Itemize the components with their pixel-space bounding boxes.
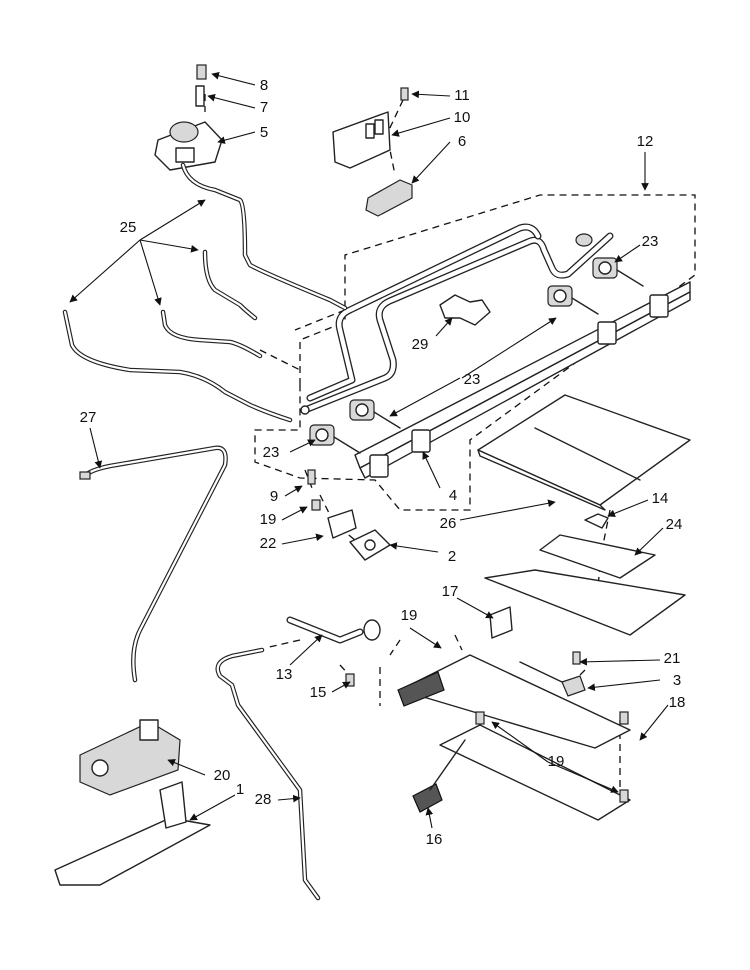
callout-24: 24 xyxy=(666,516,683,533)
callout-4: 4 xyxy=(449,487,457,504)
burner-shield-upper xyxy=(477,394,691,511)
callout-17: 17 xyxy=(442,583,459,600)
burner-valves xyxy=(309,257,644,454)
callout-16: 16 xyxy=(426,831,443,848)
manifold-bracket xyxy=(439,294,491,326)
callout-27: 27 xyxy=(80,409,97,426)
valve-mounting-bracket xyxy=(54,781,211,886)
valve-bracket xyxy=(307,469,391,561)
oven-gas-tube xyxy=(215,647,321,901)
callout-2: 2 xyxy=(448,548,456,565)
callout-10: 10 xyxy=(454,109,471,126)
burner-tube-assembly xyxy=(286,616,381,687)
bake-burner xyxy=(412,711,631,821)
callout-3: 3 xyxy=(673,672,681,689)
callout-15: 15 xyxy=(310,684,327,701)
igniter-tube xyxy=(79,445,228,683)
gas-tubes xyxy=(62,162,348,423)
callout-labels: 1 2 3 4 5 6 7 8 9 10 11 12 13 14 15 16 1… xyxy=(80,77,686,848)
callout-13: 13 xyxy=(276,666,293,683)
callout-26: 26 xyxy=(440,515,457,532)
callout-5: 5 xyxy=(260,124,268,141)
callout-9: 9 xyxy=(270,488,278,505)
manifold-pipe xyxy=(300,223,614,415)
manifold-rail xyxy=(354,281,691,479)
callout-29: 29 xyxy=(412,336,429,353)
callout-22: 22 xyxy=(260,535,277,552)
callout-6: 6 xyxy=(458,133,466,150)
callout-8: 8 xyxy=(260,77,268,94)
callout-21: 21 xyxy=(664,650,681,667)
callout-11: 11 xyxy=(454,87,470,104)
manifold-assembly-boundary xyxy=(254,194,696,511)
spark-switch xyxy=(365,179,413,217)
callout-7: 7 xyxy=(260,99,268,116)
callout-25: 25 xyxy=(120,219,137,236)
callout-18: 18 xyxy=(669,694,686,711)
callout-19-b: 19 xyxy=(401,607,418,624)
callout-20: 20 xyxy=(214,767,231,784)
callout-14: 14 xyxy=(652,490,669,507)
callout-12: 12 xyxy=(637,133,654,150)
callout-23-c: 23 xyxy=(263,444,280,461)
callout-1: 1 xyxy=(236,781,244,798)
callout-leader-lines xyxy=(69,71,669,829)
callout-23-b: 23 xyxy=(464,371,481,388)
callout-23-a: 23 xyxy=(642,233,659,250)
wing-nut xyxy=(584,513,609,529)
broil-burner xyxy=(397,606,631,749)
pressure-regulator xyxy=(154,64,223,171)
callout-19-a: 19 xyxy=(260,511,277,528)
oven-safety-valve xyxy=(79,719,181,796)
burner-shield-lower xyxy=(484,534,686,636)
callout-28: 28 xyxy=(255,791,272,808)
switch-bracket xyxy=(332,87,409,169)
callout-19-c: 19 xyxy=(548,753,565,770)
